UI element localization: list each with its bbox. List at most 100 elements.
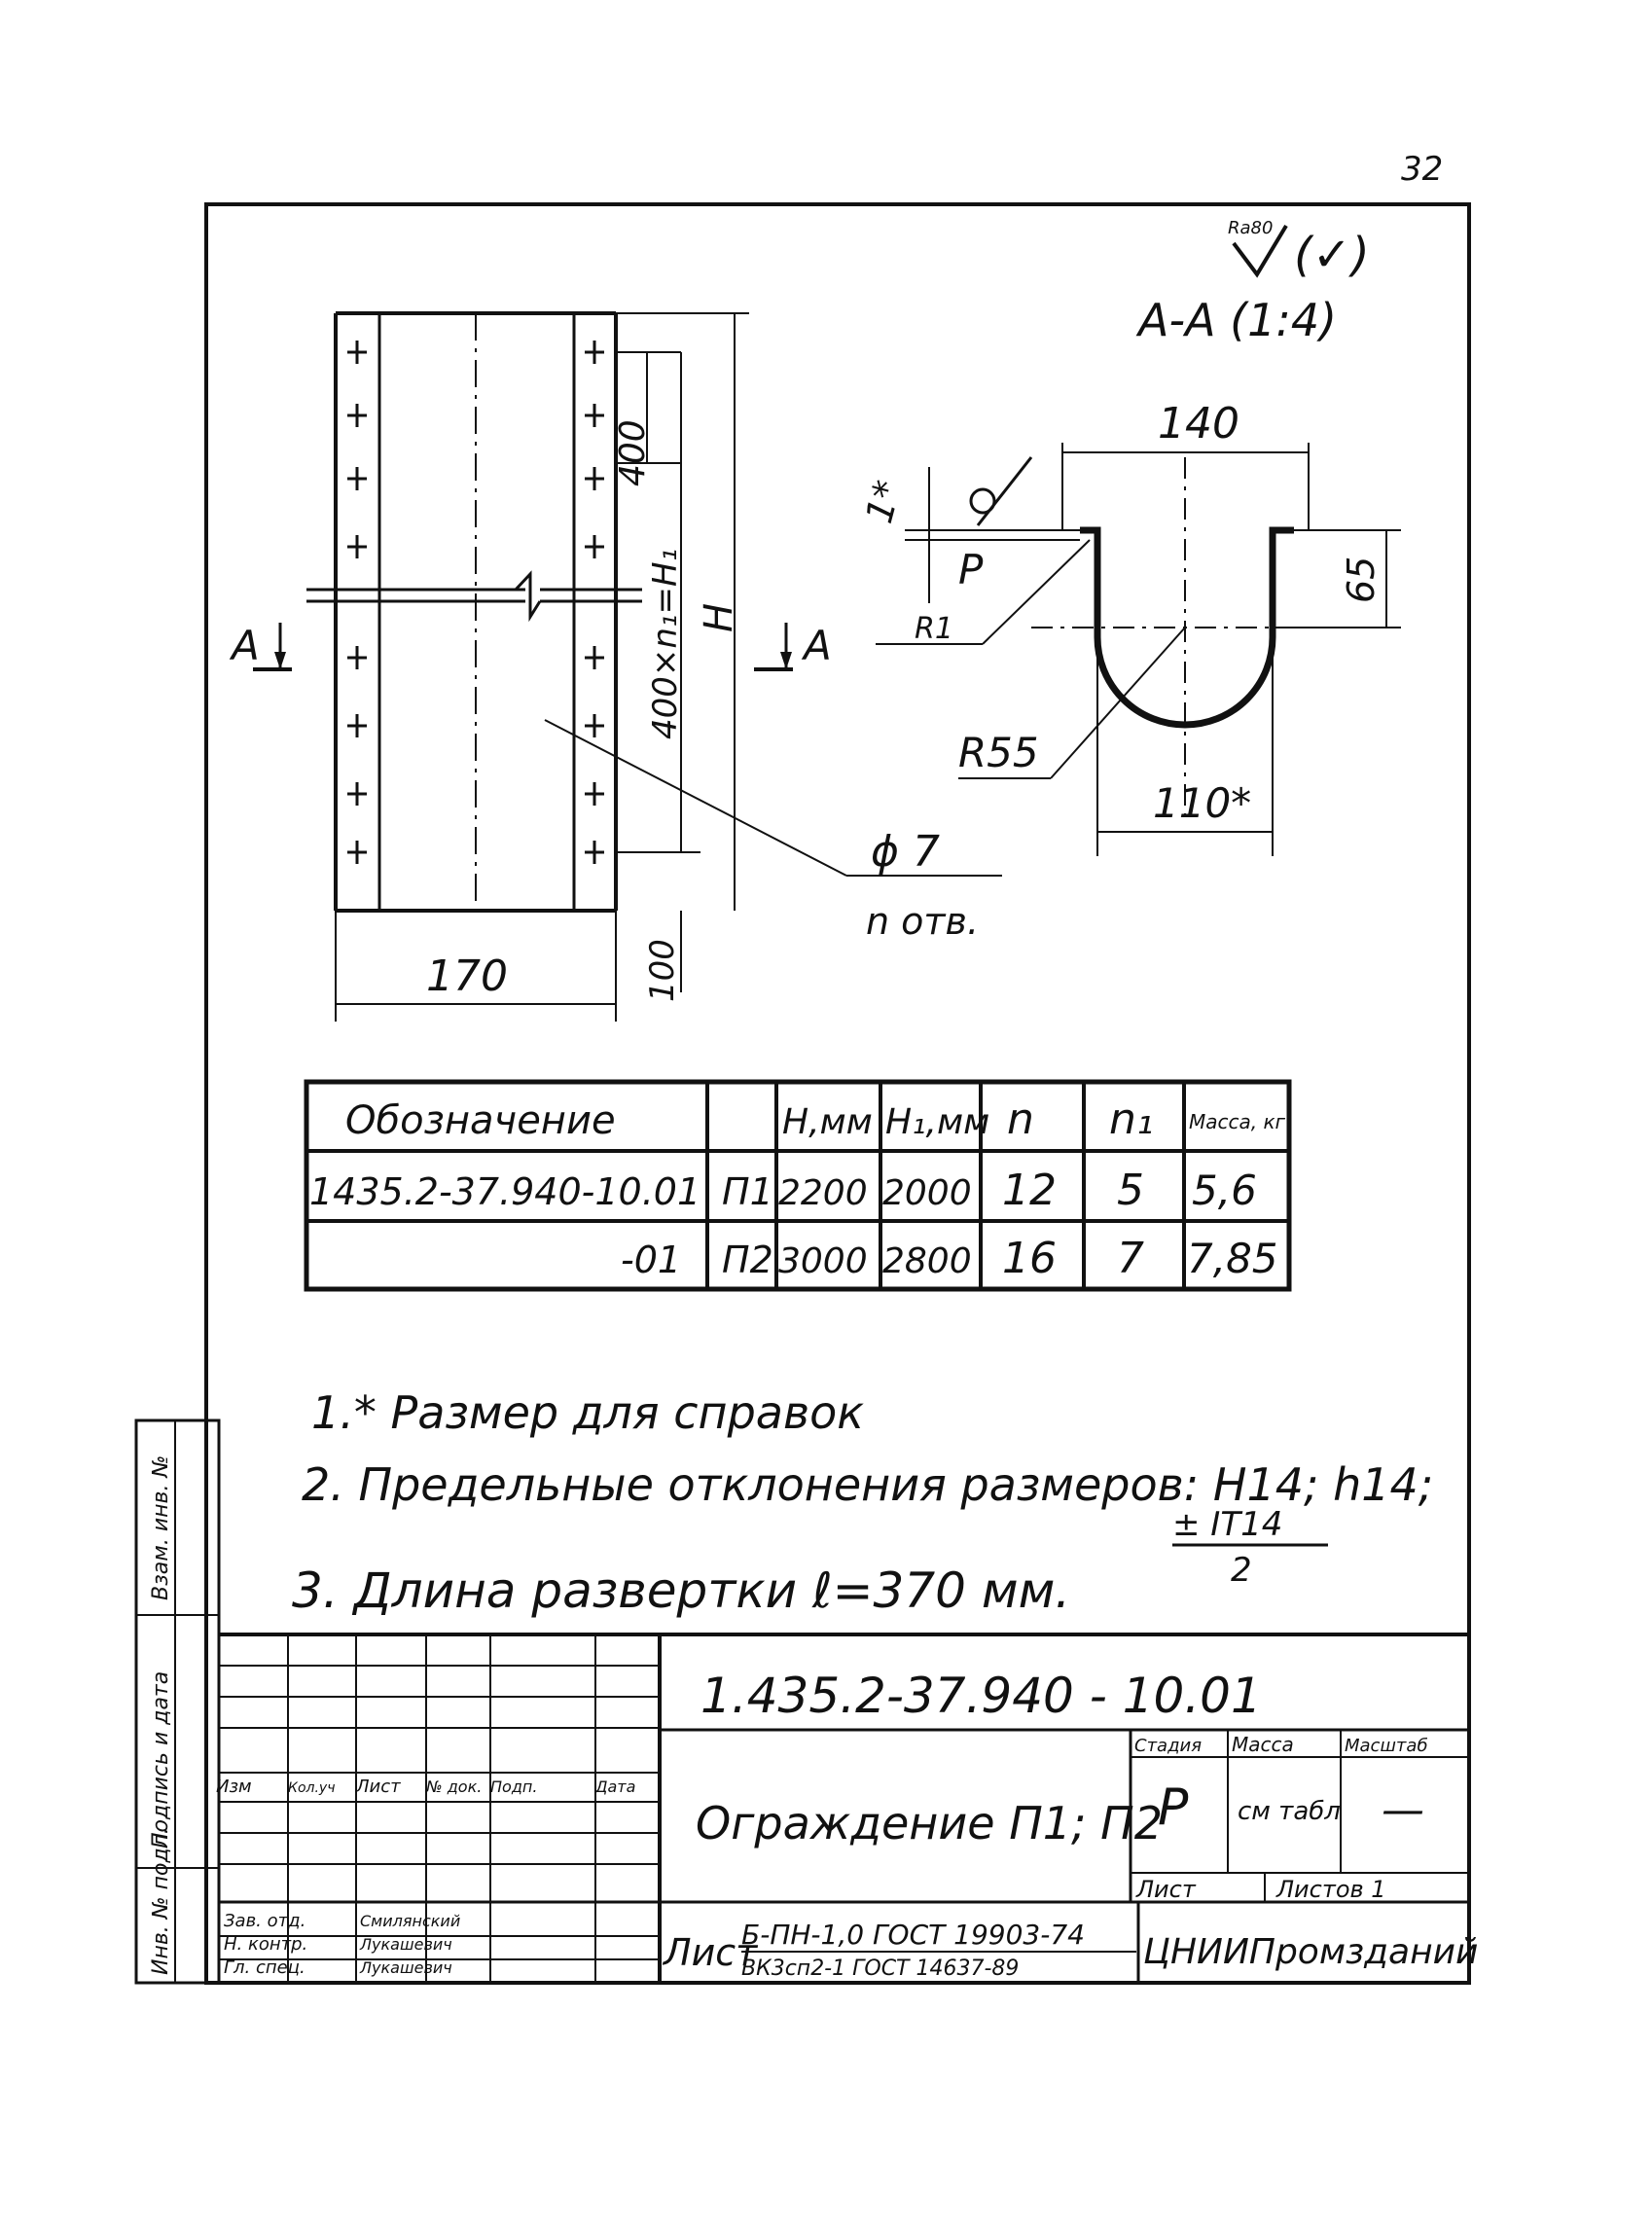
dim-width: 170	[426, 951, 508, 1001]
hole-cross	[585, 646, 604, 669]
td-h-2: 3000	[778, 1241, 868, 1281]
section-mark-right: А	[754, 622, 832, 671]
td-h-1: 2200	[778, 1173, 868, 1213]
dim-140: 140	[1158, 399, 1239, 449]
hole-cross	[347, 341, 367, 364]
hole-cross	[585, 782, 604, 806]
th-h: H,мм	[782, 1102, 873, 1142]
role-3: Гл. спец.	[224, 1957, 305, 1978]
th-n: n	[1007, 1095, 1034, 1144]
rev-h-doc: № док.	[425, 1777, 482, 1796]
rev-h-izm: Изм	[216, 1777, 252, 1797]
mass-value: см табл	[1238, 1797, 1341, 1826]
side-stamp: Взам. инв. № Подпись и дата Инв. № подл.	[134, 1418, 221, 1985]
scale-value: —	[1382, 1785, 1424, 1835]
roughness-mark: Ra80 (✓)	[1228, 218, 1370, 282]
th-designation: Обозначение	[345, 1098, 616, 1143]
dim-chain: 400×n₁=H₁	[646, 549, 685, 739]
spec-table: Обозначение H,мм H₁,мм n n₁ Масса, кг 14…	[304, 1079, 1292, 1292]
hole-cross	[585, 404, 604, 427]
person-2: Лукашевич	[359, 1935, 452, 1954]
mass-header: Масса	[1232, 1733, 1294, 1756]
material-top: Б-ПН-1,0 ГОСТ 19903-74	[741, 1919, 1085, 1951]
stamp-inv: Инв. № подл.	[149, 1827, 173, 1975]
hole-cross	[347, 404, 367, 427]
person-1: Смилянский	[360, 1912, 460, 1930]
section-mark-p: P	[958, 546, 984, 593]
sheet-frame	[204, 202, 1471, 1985]
role-2: Н. контр.	[224, 1934, 307, 1955]
hole-cross	[347, 467, 367, 490]
section-view: А-А (1:4) 140 65 110* R55 R1 1*	[857, 294, 1401, 856]
td-n-1: 12	[1002, 1166, 1057, 1215]
td-type-2: П2	[722, 1239, 773, 1281]
org-name: ЦНИИПромзданий	[1143, 1932, 1478, 1972]
hole-diameter: ϕ 7	[871, 827, 940, 877]
dim-65: 65	[1340, 556, 1383, 603]
hole-cross	[347, 535, 367, 558]
svg-text:А: А	[229, 622, 260, 669]
hole-cross	[347, 841, 367, 864]
td-h1-2: 2800	[882, 1241, 972, 1281]
note-3: 3. Длина развертки ℓ=370 мм.	[292, 1562, 1070, 1619]
stamp-replace: Взам. инв. №	[149, 1455, 173, 1600]
hole-cross	[585, 714, 604, 737]
td-n1-1: 5	[1117, 1166, 1144, 1215]
doc-designation: 1.435.2-37.940 - 10.01	[700, 1668, 1262, 1724]
svg-text:(✓): (✓)	[1294, 228, 1370, 282]
note-2-frac-den: 2	[1231, 1551, 1252, 1590]
hole-cross	[347, 714, 367, 737]
hole-cross	[347, 646, 367, 669]
svg-text:Ra80: Ra80	[1228, 218, 1273, 238]
dim-h: H	[697, 603, 741, 632]
td-type-1: П1	[722, 1170, 773, 1213]
thickness-dim: 1*	[857, 476, 910, 527]
dim-110: 110*	[1153, 779, 1251, 827]
note-1: 1.* Размер для справок	[311, 1386, 864, 1439]
note-2: 2. Предельные отклонения размеров: H14; …	[302, 1458, 1433, 1511]
radius-r1: R1	[915, 612, 953, 646]
note-2-frac-num: ± IT14	[1172, 1505, 1282, 1544]
notes: 1.* Размер для справок 2. Предельные отк…	[292, 1386, 1433, 1619]
rev-h-kol: Кол.уч	[288, 1780, 335, 1796]
hole-cross	[347, 782, 367, 806]
stage-header: Стадия	[1134, 1736, 1202, 1756]
person-3: Лукашевич	[359, 1958, 452, 1977]
hole-cross	[585, 841, 604, 864]
front-view: А А 400 400×n₁=H₁ H 100 170 ϕ 7 n отв.	[229, 311, 1002, 1022]
rev-h-list: Лист	[355, 1777, 401, 1797]
td-n1-2: 7	[1117, 1234, 1144, 1283]
sheet-label: Лист	[1135, 1876, 1197, 1903]
hole-count: n отв.	[866, 900, 979, 943]
th-h1: H₁,мм	[885, 1102, 989, 1142]
dim-bottom: 100	[643, 939, 682, 1002]
stamp-sign: Подпись и дата	[149, 1671, 173, 1849]
sheets-label: Листов 1	[1275, 1876, 1386, 1903]
rev-h-podp: Подп.	[490, 1777, 537, 1796]
td-h1-1: 2000	[882, 1173, 972, 1213]
section-mark-left: А	[229, 622, 292, 671]
th-n1: n₁	[1109, 1095, 1154, 1144]
role-1: Зав. отд.	[224, 1911, 305, 1931]
td-mass-2: 7,85	[1187, 1235, 1278, 1282]
stage-value: Р	[1158, 1778, 1189, 1837]
section-title: А-А (1:4)	[1135, 294, 1337, 346]
dim-pitch: 400	[613, 419, 653, 486]
hole-cross	[585, 341, 604, 364]
td-designation-2: -01	[621, 1239, 681, 1281]
hole-cross	[585, 535, 604, 558]
doc-name: Ограждение П1; П2	[696, 1797, 1163, 1849]
radius-r55: R55	[958, 729, 1039, 776]
hole-cross	[585, 467, 604, 490]
th-mass: Масса, кг	[1189, 1110, 1286, 1133]
td-designation-1: 1435.2-37.940-10.01	[309, 1170, 700, 1213]
scale-header: Масштаб	[1345, 1736, 1428, 1756]
svg-text:А: А	[801, 622, 832, 669]
title-block: Изм Кол.уч Лист № док. Подп. Дата Зав. о…	[216, 1633, 1478, 1984]
material-bottom: ВК3сп2-1 ГОСТ 14637-89	[741, 1957, 1019, 1981]
td-n-2: 16	[1002, 1234, 1057, 1283]
page-number: 32	[1401, 150, 1443, 189]
td-mass-1: 5,6	[1192, 1167, 1257, 1214]
rev-h-date: Дата	[594, 1777, 635, 1796]
